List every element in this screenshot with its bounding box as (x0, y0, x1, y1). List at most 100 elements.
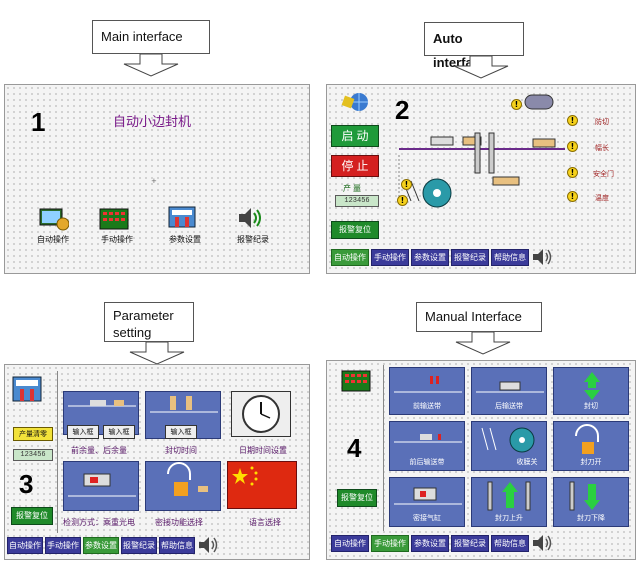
parameter-setting-panel: 产量清零 123456 3 报警复位 输入框 输入框 前余量、后余量 输入框 封… (4, 364, 310, 560)
manual-tile-rear-conveyor[interactable]: 后输送带 (471, 367, 547, 415)
manual-tile-front-conveyor[interactable]: 前输送带 (389, 367, 465, 415)
caption-film-winder: 收膜关 (516, 458, 538, 466)
callout-main-interface: Main interface (92, 20, 210, 54)
manual-tab-parameter-setting[interactable]: 参数设置 (411, 535, 449, 552)
arrow-manual (455, 332, 511, 355)
globe-logo-icon (341, 91, 371, 117)
param-speaker-icon (197, 535, 219, 559)
warning-icon-5: ! (397, 195, 408, 206)
start-button[interactable]: 启 动 (331, 125, 379, 147)
machine-diagram (393, 93, 573, 213)
speaker-icon (531, 247, 553, 271)
alarm-label-cut: 防切 (595, 118, 609, 126)
main-icon-label-manual: 手动操作 (101, 235, 133, 244)
tab-auto-operation[interactable]: 自动操作 (331, 249, 369, 266)
caption-date-time: 日期时间设置 (239, 446, 287, 455)
alarm-label-length: 幅长 (595, 144, 609, 152)
main-interface-panel: 1 自动小边封机 + 自动操作 手动操作 参数设置 报警纪录 (4, 84, 310, 274)
main-title: 自动小边封机 (113, 114, 192, 129)
callout-manual-interface: Manual Interface (416, 302, 542, 332)
parameter-icon (11, 375, 45, 409)
manual-tile-film-winder[interactable]: 收膜关 (471, 421, 547, 471)
manual-operation-icon-header (341, 369, 371, 397)
caption-seal-function: 密接功能选择 (155, 518, 203, 527)
manual-interface-panel: 4 报警复位 前输送带 后输送带 封切 前后输送带 收膜关 封刀开 密接气缸 封… (326, 360, 636, 560)
caption-front-conveyor: 前输送带 (413, 402, 441, 410)
manual-tab-help-info[interactable]: 帮助信息 (491, 535, 529, 552)
warning-icon-2: ! (567, 141, 578, 152)
tile-detection-mode[interactable] (63, 461, 139, 511)
param-tab-alarm-record[interactable]: 报警纪录 (121, 537, 157, 554)
manual-tab-alarm-record[interactable]: 报警纪录 (451, 535, 489, 552)
manual-tile-seal-cut[interactable]: 封切 (553, 367, 629, 415)
stop-button[interactable]: 停 止 (331, 155, 379, 177)
param-count-display: 123456 (13, 449, 53, 461)
callout-parameter-setting: Parameter setting (104, 302, 194, 342)
manual-tile-seal-cylinder[interactable]: 密接气缸 (389, 477, 465, 527)
warning-icon-top: ! (511, 99, 522, 110)
manual-tile-front-rear-conveyor[interactable]: 前后输送带 (389, 421, 465, 471)
arrow-auto (453, 56, 509, 79)
alarm-record-icon[interactable] (235, 205, 267, 231)
main-icon-label-alarm: 报警纪录 (237, 235, 269, 244)
china-flag-icon[interactable] (227, 461, 297, 509)
warning-icon-4: ! (567, 191, 578, 202)
caption-blade-down: 封刀下降 (577, 514, 605, 522)
caption-rear-conveyor: 后输送带 (495, 402, 523, 410)
clock-icon[interactable] (231, 391, 291, 437)
caption-language: 语言选择 (249, 518, 281, 527)
clear-output-button[interactable]: 产量清零 (13, 427, 53, 441)
tab-manual-operation[interactable]: 手动操作 (371, 249, 409, 266)
param-divider (57, 371, 58, 533)
alarm-label-temperature: 温度 (595, 194, 609, 202)
param-tab-manual-operation[interactable]: 手动操作 (45, 537, 81, 554)
caption-front-rear-conveyor: 前后输送带 (409, 458, 445, 466)
caption-detection-mode: 检测方式：乘重光电 (63, 518, 135, 527)
panel-number-2: 2 (395, 95, 410, 125)
manual-tab-manual-operation[interactable]: 手动操作 (371, 535, 409, 552)
count-display: 123456 (335, 195, 379, 207)
caption-seal-cylinder: 密接气缸 (413, 514, 441, 522)
tab-alarm-record[interactable]: 报警纪录 (451, 249, 489, 266)
alarm-reset-button[interactable]: 报警复位 (331, 221, 379, 239)
warning-icon-1: ! (567, 115, 578, 126)
parameter-setting-icon[interactable] (167, 205, 199, 231)
auto-interface-panel: 2 启 动 停 止 产 量 123456 报警复位 ! ! 防切 ! 幅长 ! … (326, 84, 636, 274)
param-alarm-reset-button[interactable]: 报警复位 (11, 507, 53, 525)
tab-parameter-setting[interactable]: 参数设置 (411, 249, 449, 266)
panel-number-3: 3 (19, 469, 34, 499)
panel-number-1: 1 (31, 107, 46, 137)
param-tab-auto-operation[interactable]: 自动操作 (7, 537, 43, 554)
manual-operation-icon[interactable] (99, 207, 129, 231)
caption-seal-cut-time: 封切时间 (165, 446, 197, 455)
manual-tile-blade-up[interactable]: 封刀上升 (471, 477, 547, 527)
tile-seal-function[interactable] (145, 461, 221, 511)
main-icon-label-param: 参数设置 (169, 235, 201, 244)
input-box-cut-time[interactable]: 输入框 (165, 425, 197, 439)
tab-help-info[interactable]: 帮助信息 (491, 249, 529, 266)
param-tab-parameter-setting[interactable]: 参数设置 (83, 537, 119, 554)
arrow-main (123, 54, 179, 77)
warning-icon-3: ! (567, 167, 578, 178)
input-box-front[interactable]: 输入框 (67, 425, 99, 439)
manual-tab-auto-operation[interactable]: 自动操作 (331, 535, 369, 552)
alarm-label-safety-door: 安全门 (593, 170, 614, 178)
main-icon-label-auto: 自动操作 (37, 235, 69, 244)
panel-number-4: 4 (347, 433, 362, 463)
caption-blade-open: 封刀开 (580, 458, 602, 466)
manual-tile-blade-down[interactable]: 封刀下降 (553, 477, 629, 527)
manual-divider (383, 365, 384, 531)
arrow-param (129, 342, 185, 365)
manual-speaker-icon (531, 533, 553, 557)
callout-auto-interface: Auto interface (424, 22, 524, 70)
manual-alarm-reset-button[interactable]: 报警复位 (337, 489, 377, 507)
warning-icon-6: ! (401, 179, 412, 190)
caption-blade-up: 封刀上升 (495, 514, 523, 522)
manual-tile-blade-open[interactable]: 封刀开 (553, 421, 629, 471)
count-label: 产 量 (343, 184, 361, 193)
param-tab-help-info[interactable]: 帮助信息 (159, 537, 195, 554)
caption-front-rear-margin: 前余量、后余量 (71, 446, 127, 455)
input-box-rear[interactable]: 输入框 (103, 425, 135, 439)
center-mark: + (151, 177, 157, 185)
auto-operation-icon[interactable] (39, 207, 70, 231)
